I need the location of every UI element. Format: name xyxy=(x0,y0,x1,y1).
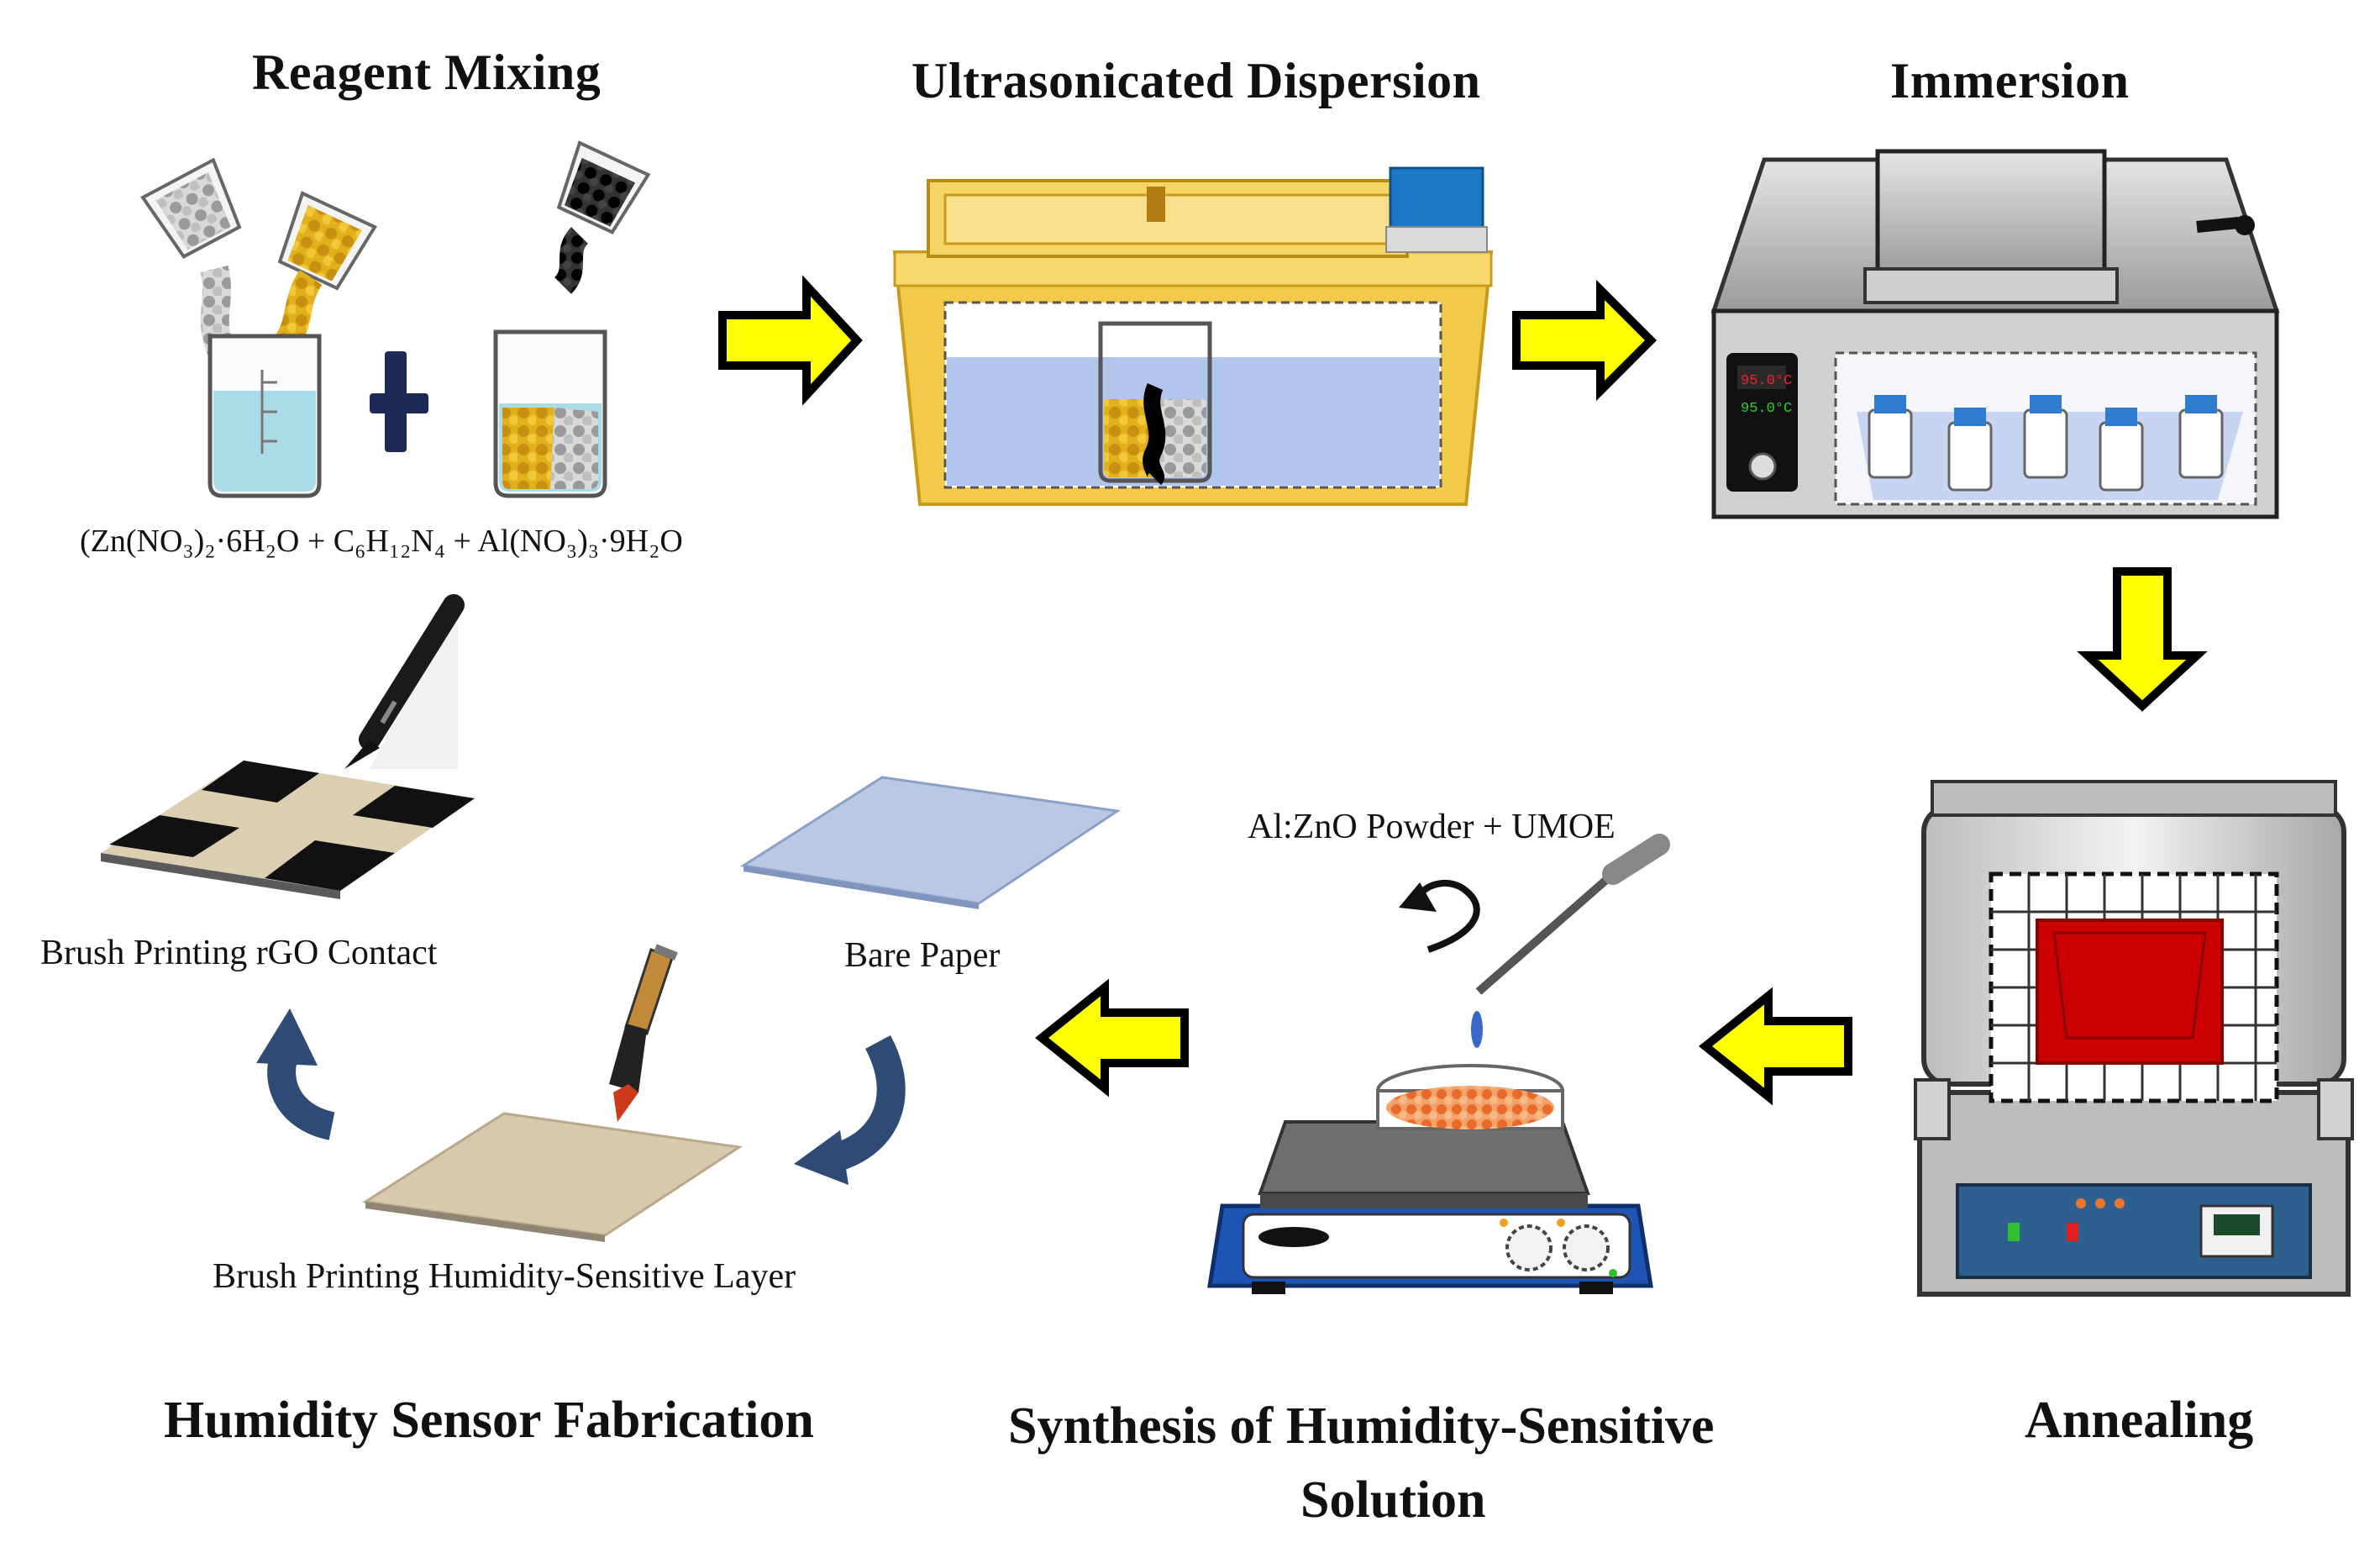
step-title-synthesis-line2: Solution xyxy=(1300,1471,1486,1529)
oven-temp-top: 95.0°C xyxy=(1741,373,1792,389)
pouring-beaker-gray xyxy=(140,157,242,259)
sample-vials xyxy=(1868,395,2224,492)
pouring-beaker-black xyxy=(556,140,651,234)
sensitive-layer-caption: Brush Printing Humidity-Sensitive Layer xyxy=(213,1257,796,1296)
step-title-annealing: Annealing xyxy=(2025,1392,2254,1449)
beaker-particles xyxy=(493,329,607,498)
pen-icon xyxy=(344,594,465,769)
annealing-furnace-illustration xyxy=(1914,780,2354,1297)
oven-temp-bottom: 95.0°C xyxy=(1741,401,1792,417)
brush-icon xyxy=(609,944,678,1122)
arrow-right-1 xyxy=(718,275,863,406)
beaker-solution xyxy=(208,334,322,498)
drying-oven-illustration: 95.0°C 95.0°C xyxy=(1710,149,2280,519)
step-title-immersion: Immersion xyxy=(1890,53,2130,108)
reagent-mixing-illustration xyxy=(140,140,651,498)
arrow-right-2 xyxy=(1512,279,1658,402)
arrow-left-1 xyxy=(1698,987,1852,1106)
step-title-ultrasonicated-dispersion: Ultrasonicated Dispersion xyxy=(912,53,1481,108)
hotplate-stirring-illustration xyxy=(1207,834,1670,1294)
plus-icon xyxy=(370,351,428,452)
step-title-humidity-sensor-fabrication: Humidity Sensor Fabrication xyxy=(164,1392,814,1449)
powder-caption: Al:ZnO Powder + UMOE xyxy=(1248,808,1616,846)
bare-paper-caption: Bare Paper xyxy=(844,936,1001,975)
reagent-formula: (Zn(NO₃)₂·6H₂O + C₆H₁₂N₄ + Al(NO₃)₃·9H₂O xyxy=(80,524,683,559)
flow-arrows xyxy=(718,275,2208,1106)
step-title-reagent-mixing: Reagent Mixing xyxy=(252,45,602,100)
ultrasonic-bath-illustration xyxy=(892,166,1494,506)
sensor-fabrication-illustration xyxy=(101,594,1122,1242)
arrow-down xyxy=(2077,567,2208,712)
arrow-left-2 xyxy=(1034,978,1189,1098)
rgo-contact-caption: Brush Printing rGO Contact xyxy=(40,934,438,972)
pouring-beaker-gold xyxy=(277,191,377,291)
step-title-synthesis-line1: Synthesis of Humidity-Sensitive xyxy=(1008,1398,1715,1455)
cycle-arrow-down xyxy=(823,1034,906,1174)
